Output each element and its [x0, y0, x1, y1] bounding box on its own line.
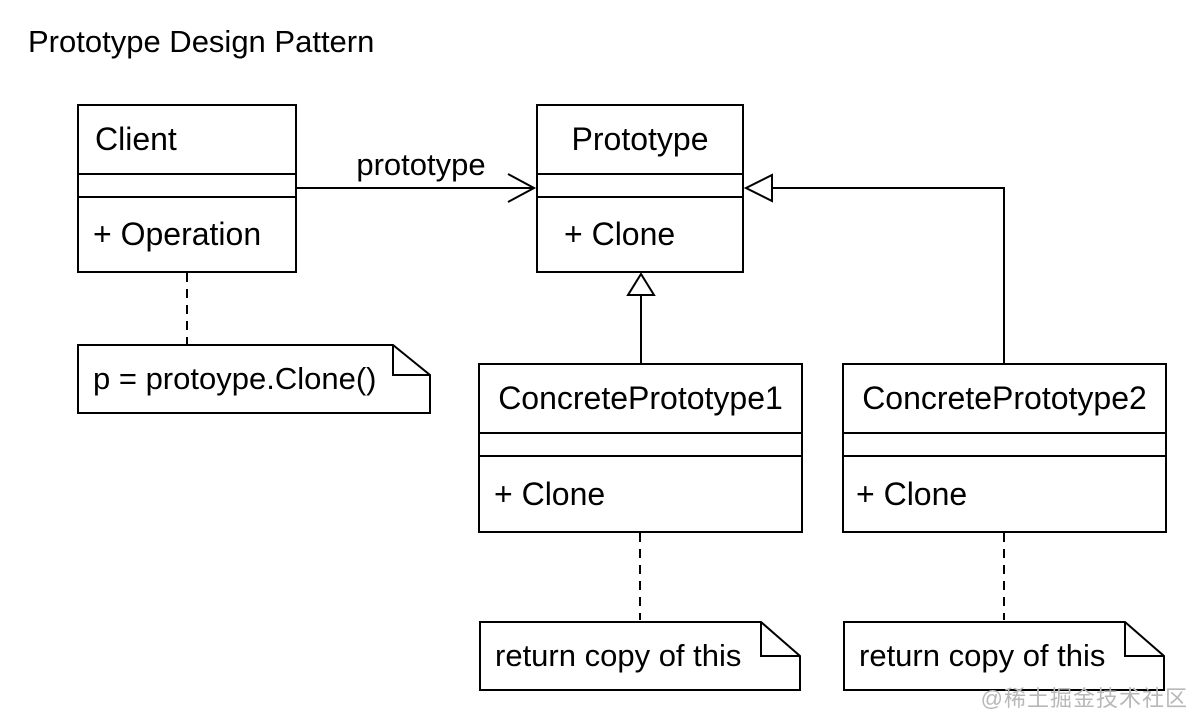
note-concrete-prototype-2: return copy of this — [843, 621, 1165, 691]
hollow-triangle-icon — [626, 272, 656, 296]
note-shape — [479, 621, 801, 691]
note-shape — [77, 344, 431, 414]
note-concrete-prototype-1: return copy of this — [479, 621, 801, 691]
attributes-section — [79, 175, 295, 198]
generalization-arrow-concrete1 — [626, 272, 656, 363]
class-name: ConcretePrototype1 — [480, 365, 801, 434]
attributes-section — [538, 175, 742, 198]
watermark: @稀土掘金技术社区 — [980, 686, 1188, 711]
class-box-concrete-prototype-2: ConcretePrototype2 + Clone — [842, 363, 1167, 533]
operations-section: + Clone — [564, 216, 676, 252]
open-arrowhead-icon — [507, 173, 537, 203]
class-name: Prototype — [538, 106, 742, 175]
class-box-client: Client + Operation — [77, 104, 297, 273]
operations-section: + Operation — [93, 216, 262, 252]
operations-section: + Clone — [856, 475, 968, 512]
class-box-prototype: Prototype + Clone — [536, 104, 744, 273]
operations-section: + Clone — [494, 475, 606, 512]
hollow-triangle-icon — [743, 173, 773, 203]
generalization-arrow-concrete2 — [743, 173, 1005, 363]
diagram-title: Prototype Design Pattern — [28, 24, 375, 59]
class-name: Client — [79, 106, 295, 175]
note-text: p = protoype.Clone() — [93, 361, 377, 396]
association-label: prototype — [356, 147, 486, 182]
class-box-concrete-prototype-1: ConcretePrototype1 + Clone — [478, 363, 803, 533]
note-text: return copy of this — [859, 638, 1106, 673]
note-text: return copy of this — [495, 638, 742, 673]
note-shape — [843, 621, 1165, 691]
class-name: ConcretePrototype2 — [844, 365, 1165, 434]
attributes-section — [480, 434, 801, 457]
attributes-section — [844, 434, 1165, 457]
note-client: p = protoype.Clone() — [77, 344, 431, 414]
